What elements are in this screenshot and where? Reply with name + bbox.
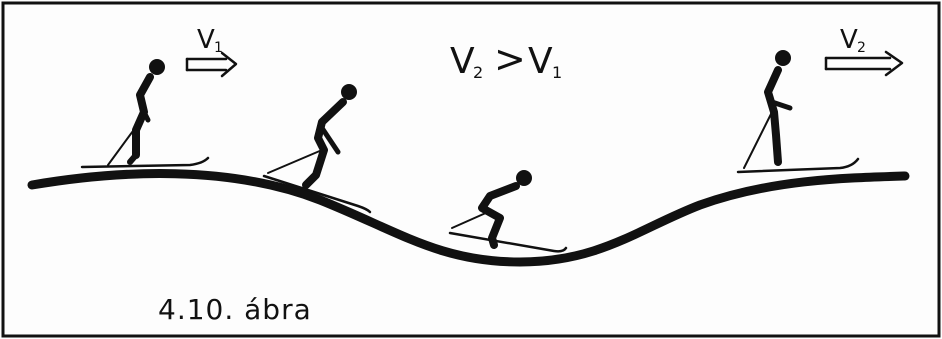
skier-3 xyxy=(448,170,568,253)
skier-2 xyxy=(262,84,372,214)
comparison-operator: > xyxy=(494,37,526,81)
comparison-v1-sub: 1 xyxy=(552,63,562,82)
arrow-v1 xyxy=(185,51,238,78)
terrain-curve xyxy=(27,169,910,267)
label-v1-left-sub: 1 xyxy=(214,40,223,56)
label-v1-left: V xyxy=(197,25,215,55)
figure-caption: 4.10. ábra xyxy=(158,293,312,326)
comparison-v2: V xyxy=(450,41,475,82)
skier-4 xyxy=(736,50,860,174)
comparison-v2-sub: 2 xyxy=(473,63,483,82)
label-v2-right-sub: 2 xyxy=(857,40,866,56)
arrow-v2 xyxy=(824,50,904,77)
skier-1 xyxy=(80,59,210,169)
comparison-v1: V xyxy=(528,41,553,82)
label-v2-right: V xyxy=(840,25,858,55)
